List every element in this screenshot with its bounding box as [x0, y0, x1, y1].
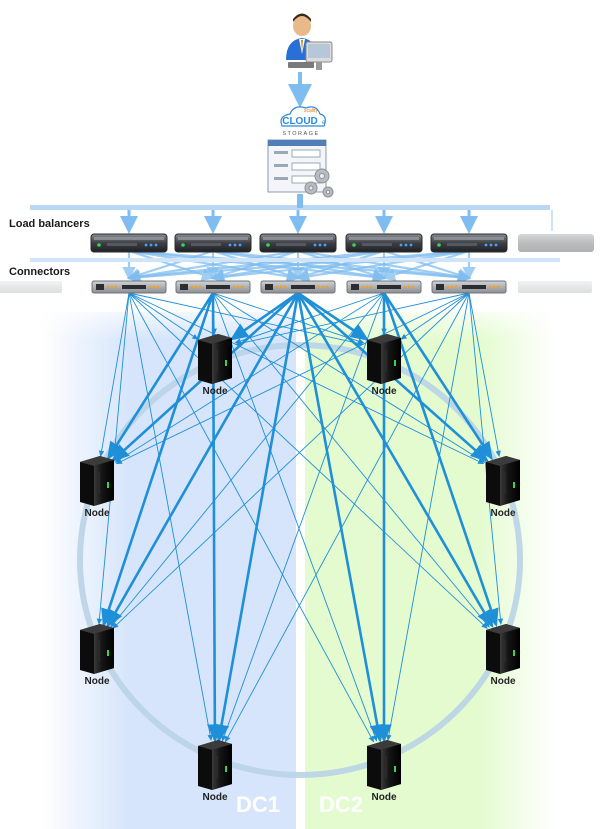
node: Node	[367, 740, 401, 803]
rack-server-icon	[259, 233, 337, 253]
brand-suffix-text: e	[322, 120, 326, 126]
connector-to-node-arrow	[101, 292, 215, 628]
cloud-storage-logo: scality CLOUD e STORAGE	[280, 106, 326, 137]
node-label: Node	[372, 792, 397, 803]
node-label: Node	[203, 792, 228, 803]
tower-server-icon	[80, 624, 114, 674]
node: Node	[198, 740, 232, 803]
node: Node	[80, 456, 114, 519]
connector-bus	[30, 258, 560, 262]
tower-server-icon	[486, 624, 520, 674]
node-label: Node	[85, 676, 110, 687]
brand-sub-text: STORAGE	[282, 131, 319, 137]
connector-to-node-arrow	[106, 292, 300, 629]
lb-to-connector-arrow	[126, 249, 470, 284]
rack-server-icon	[174, 233, 252, 253]
node-label: Node	[372, 386, 397, 397]
tower-server-icon	[80, 456, 114, 506]
connector-to-node-arrow	[110, 292, 385, 628]
connector-to-node-arrow	[235, 292, 470, 346]
connector-to-node-arrow	[128, 292, 375, 743]
tower-server-icon	[198, 334, 232, 384]
load-balancers-label: Load balancers	[9, 218, 90, 230]
load-balancer-bus	[30, 194, 550, 210]
node: Node	[367, 334, 401, 397]
connector-to-node-arrow	[400, 292, 470, 340]
connector-to-node-arrow	[382, 292, 499, 628]
lb-to-connector-arrow	[126, 249, 299, 283]
connector-to-node-arrow	[213, 292, 300, 743]
connector-arrows	[122, 249, 476, 284]
node: Node	[198, 334, 232, 397]
node-label: Node	[85, 508, 110, 519]
network-switch-icon	[91, 280, 167, 294]
connector-to-node-arrow	[107, 292, 215, 461]
lb-to-connector-arrow	[210, 249, 470, 284]
gears-icon	[304, 168, 334, 198]
network-switch-icon-faded	[0, 281, 62, 293]
connector-to-node-arrow	[212, 292, 378, 742]
network-switch-icon	[346, 280, 422, 294]
node: Node	[486, 456, 520, 519]
user-at-desk-icon	[286, 13, 333, 70]
network-switch-icon	[431, 280, 507, 294]
connector-to-node-arrow	[98, 292, 130, 458]
connector-to-node-arrow	[128, 292, 485, 465]
connector-to-node-arrow	[234, 292, 385, 344]
brand-small-text: scality	[304, 108, 318, 114]
rack-server-icon	[345, 233, 423, 253]
connector-to-node-arrow	[468, 292, 501, 458]
tower-server-icon	[367, 740, 401, 790]
connectors-label: Connectors	[9, 266, 71, 278]
network-switch-icon	[260, 280, 336, 294]
rack-server-icon	[90, 233, 168, 253]
rack-server-icon-faded	[518, 234, 594, 252]
lb-to-connector-arrow	[126, 249, 385, 284]
tower-server-icon	[198, 740, 232, 790]
connector-to-node-arrow	[468, 292, 504, 625]
tower-server-icon	[486, 456, 520, 506]
node: Node	[486, 624, 520, 687]
connector-to-node-arrow	[128, 292, 488, 629]
tower-server-icon	[367, 334, 401, 384]
load-balancer-row	[90, 233, 594, 253]
load-balancer-arrows	[120, 210, 553, 234]
connector-to-node-arrow	[297, 291, 369, 341]
lb-to-connector-arrow	[295, 249, 470, 283]
brand-main-text: CLOUD	[282, 116, 318, 127]
connector-to-node-arrow	[296, 292, 385, 743]
connector-row	[0, 280, 592, 294]
connector-to-node-arrow	[386, 292, 470, 742]
connector-to-node-arrow	[212, 292, 365, 344]
network-switch-icon-faded	[518, 281, 592, 293]
dc1-label: DC1	[236, 792, 280, 817]
connector-to-node-arrow	[382, 292, 493, 461]
rack-server-icon	[430, 233, 508, 253]
storage-ring	[77, 342, 523, 778]
node-label: Node	[491, 676, 516, 687]
node: Node	[80, 624, 114, 687]
node-label: Node	[203, 386, 228, 397]
connector-to-node-arrow	[128, 292, 199, 340]
network-switch-icon	[175, 280, 251, 294]
connector-to-node-arrow	[229, 291, 299, 341]
connector-to-node-arrow	[296, 292, 494, 629]
connector-to-node-arrow	[112, 292, 470, 629]
dc2-label: DC2	[319, 792, 363, 817]
connector-to-node-arrow	[224, 292, 470, 743]
lb-to-connector-arrow	[381, 249, 470, 281]
cloud-storage-app-icon	[267, 139, 327, 193]
node-label: Node	[491, 508, 516, 519]
connector-to-node-arrow	[212, 292, 490, 628]
lb-to-connector-arrow	[126, 249, 214, 281]
connector-to-node-arrow	[115, 292, 470, 465]
connector-to-node-arrow	[221, 292, 385, 742]
